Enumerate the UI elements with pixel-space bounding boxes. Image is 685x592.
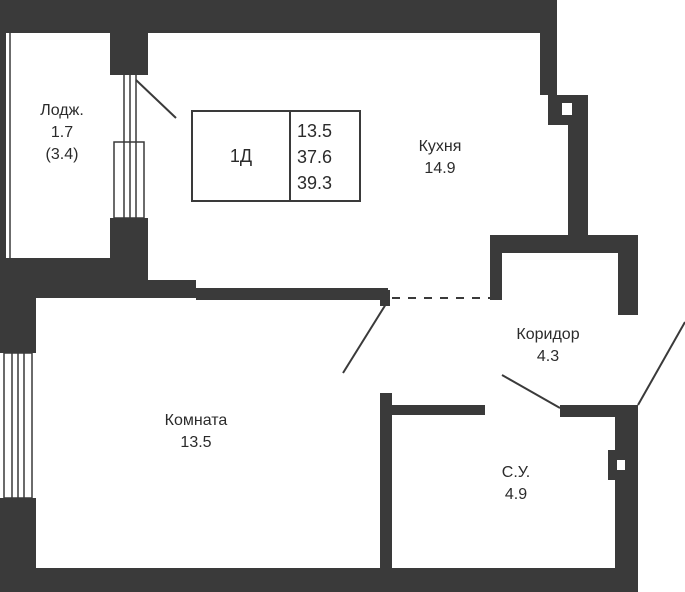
loggia-window <box>9 33 145 258</box>
total-area: 37.6 <box>297 147 333 167</box>
walls <box>0 0 638 592</box>
room-window <box>3 352 33 499</box>
room-label-kitchen: Кухня 14.9 <box>419 136 462 180</box>
room-area: 4.9 <box>504 486 528 503</box>
vent-opening <box>617 460 625 470</box>
room-area: 1.7 <box>50 124 74 141</box>
doors <box>135 79 685 409</box>
room-area: 13.5 <box>180 434 212 451</box>
room-name: Лодж. <box>40 102 84 119</box>
total-area-with-loggia: 39.3 <box>297 173 333 193</box>
room-extra-area: (3.4) <box>45 146 79 163</box>
room-area: 4.3 <box>536 348 560 365</box>
room-label-loggia: Лодж. 1.7 (3.4) <box>40 100 84 166</box>
room-label-bathroom: С.У. 4.9 <box>502 462 530 506</box>
living-area: 13.5 <box>297 121 333 141</box>
room-area: 14.9 <box>424 160 456 177</box>
room-name: Коридор <box>516 326 580 343</box>
apartment-areas: 13.5 37.6 39.3 <box>297 118 332 196</box>
apartment-type: 1Д <box>193 112 291 200</box>
apartment-info-box: 1Д 13.5 37.6 39.3 <box>191 110 361 202</box>
room-name: С.У. <box>501 464 531 481</box>
room-name: Комната <box>164 412 228 429</box>
shaft-opening <box>562 103 572 115</box>
room-label-corridor: Коридор 4.3 <box>516 324 579 368</box>
room-name: Кухня <box>418 138 462 155</box>
room-label-room: Комната 13.5 <box>165 410 228 454</box>
